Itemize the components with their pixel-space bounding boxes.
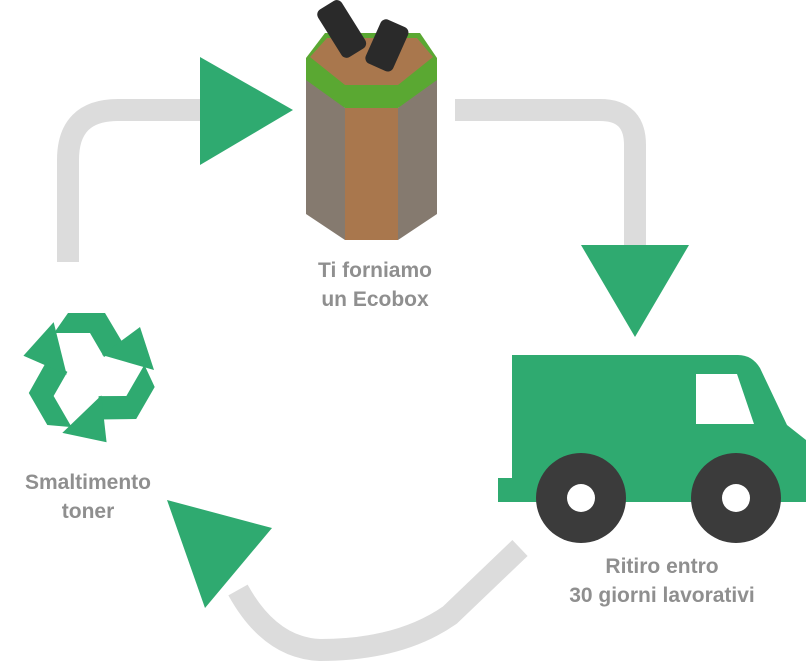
step-label-disposal-line1: Smaltimento <box>24 471 152 494</box>
cycle-arrows <box>167 57 689 608</box>
delivery-van-icon <box>498 355 806 543</box>
ecobox-icon <box>306 0 437 240</box>
track-top-right <box>455 99 646 250</box>
arrow-head-up-left-icon <box>167 500 272 608</box>
step-label-pickup: Ritiro entro 30 giorni lavorativi <box>518 552 806 610</box>
step-label-disposal: Smaltimento toner <box>0 468 176 526</box>
recycle-arrow-right <box>62 364 155 443</box>
step-label-pickup-line1: Ritiro entro <box>605 555 719 578</box>
ecobox-side-right <box>398 68 437 240</box>
van-wheel-front-hub <box>722 484 750 512</box>
step-label-pickup-line2: 30 giorni lavorativi <box>569 584 755 607</box>
toner-cartridge-left <box>317 0 367 58</box>
van-window <box>696 374 754 424</box>
cycle-track <box>57 99 646 661</box>
track-bottom <box>228 540 528 661</box>
track-top-left <box>57 99 210 262</box>
toner-cartridge-right <box>365 19 409 72</box>
step-label-ecobox-line2: un Ecobox <box>321 288 429 311</box>
arrow-head-down-icon <box>581 245 689 337</box>
recycle-icon <box>23 313 155 443</box>
van-wheel-rear-hub <box>567 484 595 512</box>
recycle-arrow-top <box>54 313 154 370</box>
arrow-head-right-icon <box>200 57 293 165</box>
ecobox-side-left <box>306 68 345 240</box>
recycle-arrow-left <box>23 322 72 428</box>
step-label-ecobox: Ti forniamo un Ecobox <box>270 256 480 314</box>
step-label-ecobox-line1: Ti forniamo <box>318 259 432 282</box>
step-label-disposal-line2: toner <box>61 500 115 523</box>
ecobox-front <box>345 108 398 240</box>
